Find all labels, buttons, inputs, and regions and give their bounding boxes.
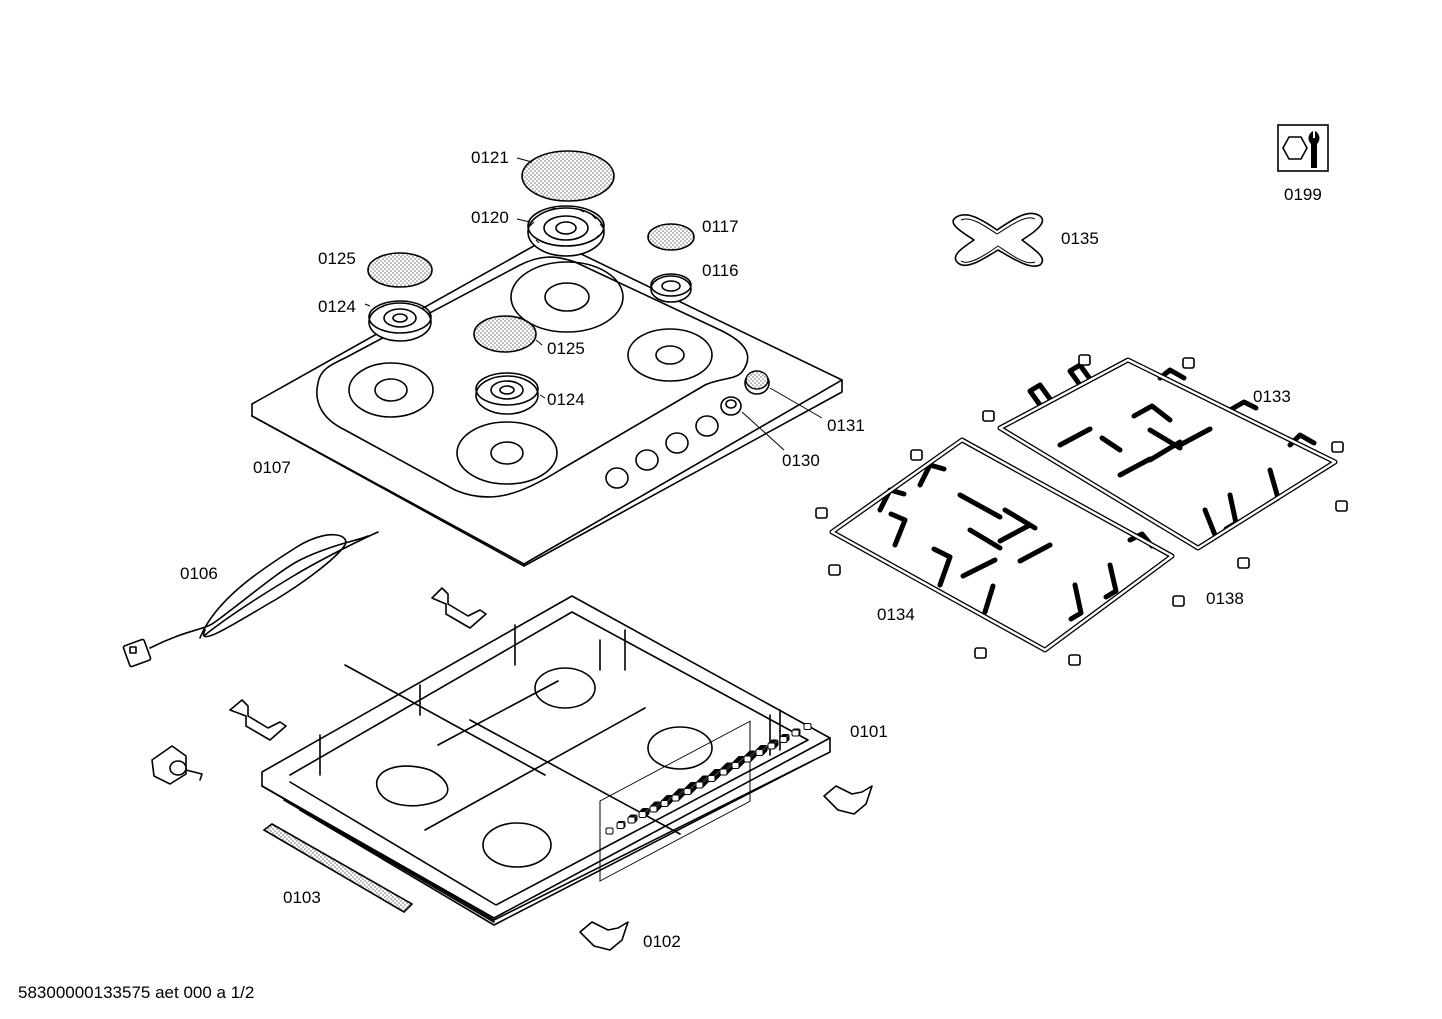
vent-hole [695,781,704,789]
label-0199: 0199 [1284,185,1322,204]
vent-hole [731,762,740,769]
burner-crown-medium-a [368,300,432,342]
label-0102: 0102 [643,932,681,951]
vent-hole [707,775,716,782]
label-0124-left: 0124 [318,297,356,316]
wrench-nut-icon [1277,124,1329,172]
hob-top-plate [251,237,843,567]
burner-crown-large [527,205,605,257]
vent-hole [791,729,800,737]
clamp-bracket-a [431,587,487,629]
pan-support-right [997,357,1338,551]
vent-hole [767,742,776,750]
burner-cap-medium-a [367,252,433,288]
label-0125-center: 0125 [547,339,585,358]
pan-support-left [829,437,1175,653]
sealing-strip [262,823,414,914]
label-0107: 0107 [253,458,291,477]
label-0103: 0103 [283,888,321,907]
vent-hole [638,811,647,818]
fixing-clip-a [823,785,873,815]
vent-hole [755,749,764,756]
power-cable [122,531,379,668]
clamp-bracket-b [229,699,287,741]
vent-hole [616,822,625,829]
rubber-feet [815,354,1348,666]
wok-support [952,212,1044,267]
burner-cap-large [521,150,615,202]
label-0138: 0138 [1206,589,1244,608]
vent-hole [743,755,752,763]
vent-hole [683,788,692,795]
leader-lines [364,157,823,451]
label-0125-left: 0125 [318,249,356,268]
control-knob [744,370,770,395]
label-0106: 0106 [180,564,218,583]
vent-hole [803,723,812,730]
drawing-id: 58300000133575 aet 000 a 1/2 [18,983,254,1002]
vent-holes [605,723,812,835]
base-tray [261,595,831,926]
vent-hole [627,816,636,824]
vent-hole [605,827,614,835]
label-0133: 0133 [1253,387,1291,406]
label-0121: 0121 [471,148,509,167]
vent-hole [649,805,658,813]
burner-cap-small [647,223,695,251]
vent-hole [660,800,669,807]
label-0135: 0135 [1061,229,1099,248]
label-0101: 0101 [850,722,888,741]
burner-cap-medium-b [473,315,537,353]
vent-hole [671,794,680,802]
vent-hole [719,768,728,776]
gas-connector [151,745,203,785]
burner-crown-small [650,273,692,303]
label-0131: 0131 [827,416,865,435]
label-0116: 0116 [702,261,739,280]
label-0130: 0130 [782,451,820,470]
knob-bezel [720,396,742,416]
label-0120: 0120 [471,208,509,227]
burner-crown-medium-b [475,372,539,415]
label-0124-center: 0124 [547,390,585,409]
label-0117: 0117 [702,217,739,236]
label-0134: 0134 [877,605,915,624]
vent-hole [779,736,788,743]
fixing-clip-b [579,921,629,951]
